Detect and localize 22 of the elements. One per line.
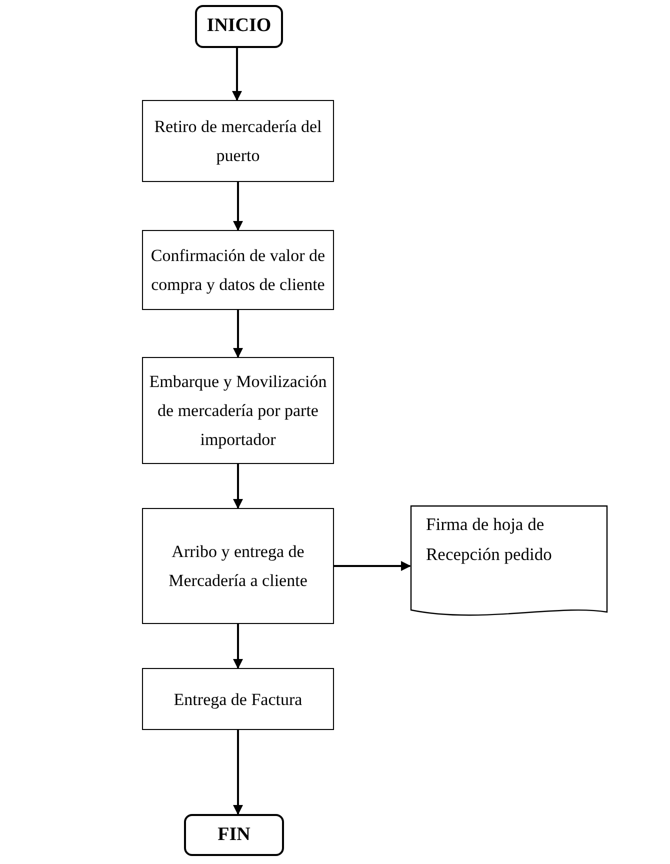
terminal-box bbox=[184, 814, 284, 856]
node-text: Retiro de mercadería del puerto bbox=[153, 116, 323, 167]
process-box bbox=[142, 100, 334, 182]
process-box bbox=[142, 230, 334, 310]
arrow bbox=[233, 730, 243, 815]
node-text: Entrega de Factura bbox=[174, 688, 302, 711]
node-text: Embarque y Movilización de mercadería por parte importador bbox=[148, 371, 328, 451]
node-text: Firma de hoja de Recepción pedido bbox=[426, 513, 553, 566]
arrow bbox=[233, 624, 243, 669]
node-text: Arribo y entrega de Mercadería a cliente bbox=[168, 541, 308, 592]
process-box bbox=[142, 668, 334, 730]
arrow bbox=[233, 310, 243, 358]
node-text: FIN bbox=[218, 822, 250, 847]
node-text: Confirmación de valor de compra y datos de cliente bbox=[150, 245, 326, 296]
process-box bbox=[142, 357, 334, 464]
arrow bbox=[232, 48, 242, 101]
node-text: INICIO bbox=[206, 14, 272, 38]
arrow bbox=[233, 182, 243, 231]
arrow bbox=[334, 561, 411, 571]
terminal-box bbox=[195, 5, 283, 48]
process-box bbox=[142, 508, 334, 624]
arrow bbox=[233, 464, 243, 509]
